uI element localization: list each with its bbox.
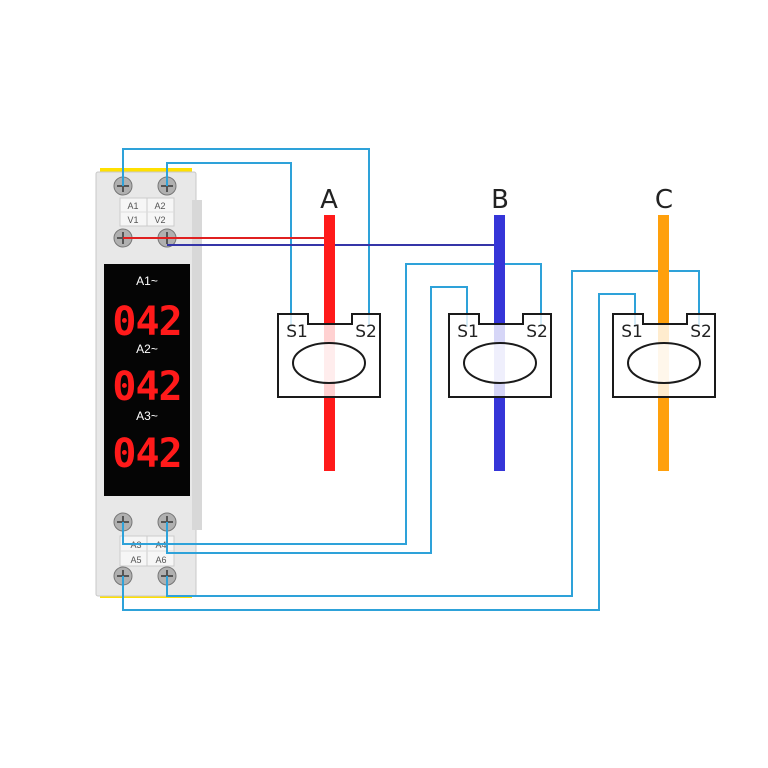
ct-a-s1-label: S1	[286, 322, 308, 342]
ct-c-core	[627, 342, 701, 384]
wire-a4-to-ct-b-s1	[166, 286, 468, 554]
display-3: A3~ 042	[112, 409, 182, 477]
ct-a-core	[292, 342, 366, 384]
display-2-label: A2~	[136, 342, 158, 356]
ct-c-s2-label: S2	[690, 322, 712, 342]
display-1-value: 042	[112, 299, 181, 345]
display-2: A2~ 042	[112, 342, 182, 410]
meter-side-ridge	[192, 200, 202, 530]
din-rail-meter: A1 A2 V1 V2 A1~ 042 A2~ 042 A3~ 042 A3 A…	[95, 168, 202, 598]
phase-c-label: C	[655, 185, 673, 215]
terminal-label-v1: V1	[127, 215, 138, 225]
ct-b-s2-label: S2	[526, 322, 548, 342]
terminal-label-v2: V2	[154, 215, 165, 225]
terminal-label-a1: A1	[127, 201, 138, 211]
ct-wires	[122, 148, 700, 611]
display-3-value: 042	[112, 431, 181, 477]
terminal-label-a6: A6	[155, 555, 166, 565]
ct-b-s1-label: S1	[457, 322, 479, 342]
terminal-label-a5: A5	[130, 555, 141, 565]
ct-b-core	[463, 342, 537, 384]
display-2-value: 042	[112, 364, 181, 410]
ct-b: S1 S2	[448, 313, 552, 398]
display-3-label: A3~	[136, 409, 158, 423]
ct-c: S1 S2	[612, 313, 716, 398]
phase-b-label: B	[491, 185, 509, 215]
phase-a-label: A	[320, 185, 338, 215]
display-1: A1~ 042	[112, 274, 182, 345]
ct-a: S1 S2	[277, 313, 381, 398]
wire-a1-to-ct-a-s2	[122, 148, 370, 327]
terminal-label-a2: A2	[154, 201, 165, 211]
ct-a-s2-label: S2	[355, 322, 377, 342]
wire-a3-to-ct-b-s2	[122, 263, 542, 545]
wire-a6-to-ct-c-s1	[166, 270, 700, 597]
ct-c-s1-label: S1	[621, 322, 643, 342]
wire-a5-to-ct-c-s2	[122, 293, 636, 611]
display-1-label: A1~	[136, 274, 158, 288]
display-panel	[104, 264, 190, 496]
